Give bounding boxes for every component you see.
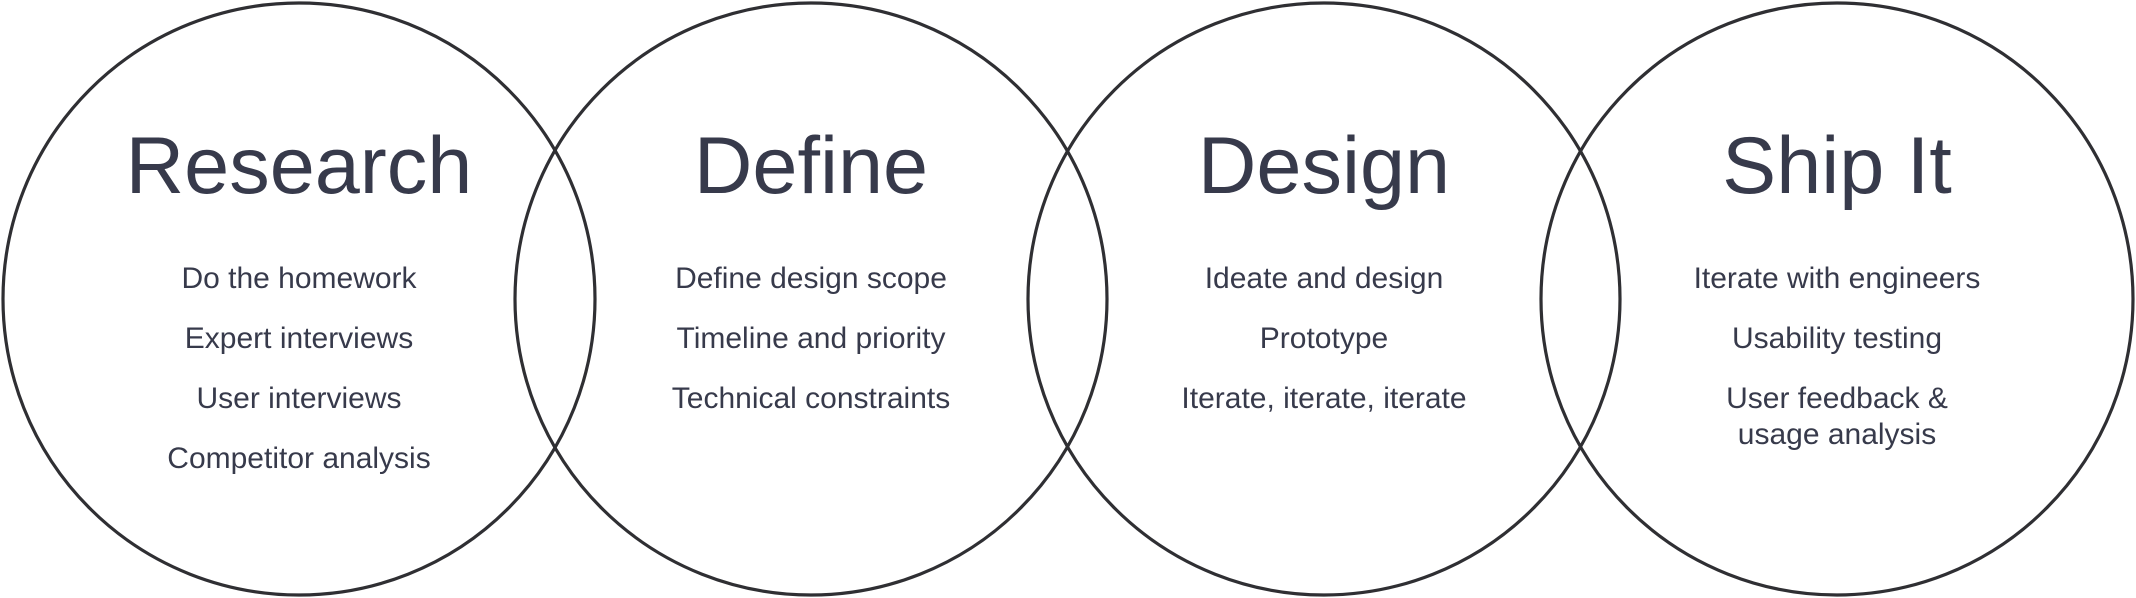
phase-item: Iterate with engineers (1694, 262, 1981, 295)
phase-item: Do the homework (181, 262, 417, 295)
phase-item: Prototype (1260, 322, 1388, 355)
phase-item: usage analysis (1738, 418, 1936, 451)
phase-title: Ship It (1722, 121, 1952, 211)
phase-circle (513, 1, 1109, 597)
phase-title: Define (694, 121, 928, 211)
phase-circle (1, 1, 597, 597)
phase-title: Design (1198, 121, 1450, 211)
phase-item: Expert interviews (185, 322, 413, 355)
phase-item: Define design scope (675, 262, 947, 295)
phase-title: Research (126, 121, 473, 211)
phase-item: Ideate and design (1205, 262, 1444, 295)
phase-item: Iterate, iterate, iterate (1181, 382, 1466, 415)
phase-item: User interviews (196, 382, 401, 415)
phase-item: Usability testing (1732, 322, 1942, 355)
phase-circle (1539, 1, 2135, 597)
phase-circle (1026, 1, 1622, 597)
phase-item: User feedback & (1726, 382, 1948, 415)
phase-item: Timeline and priority (677, 322, 946, 355)
phase-item: Technical constraints (672, 382, 950, 415)
phase-item: Competitor analysis (167, 442, 430, 475)
